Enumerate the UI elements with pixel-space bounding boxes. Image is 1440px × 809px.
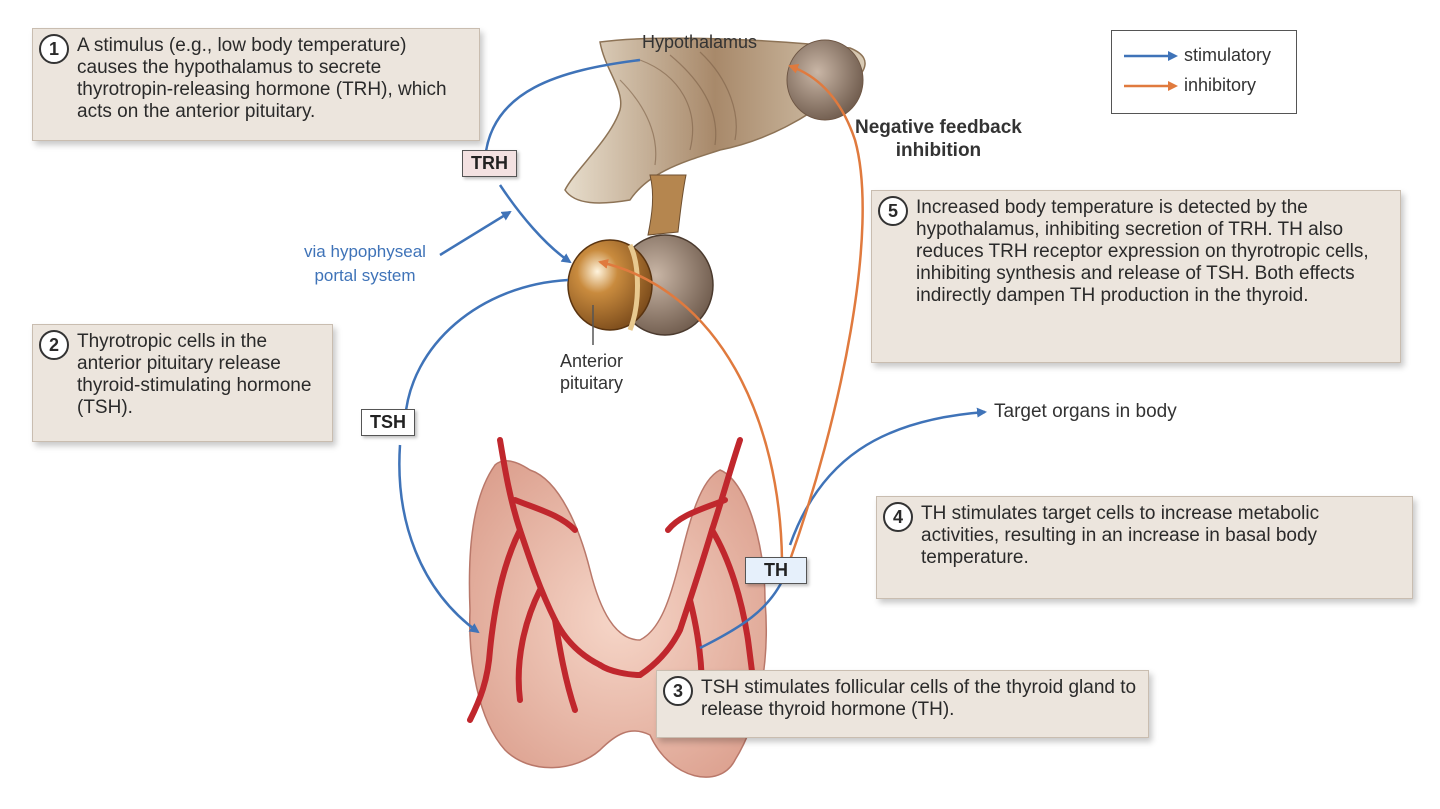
legend-inhibitory-text: inhibitory	[1184, 75, 1257, 95]
negative-feedback-label-line1: Negative feedback	[855, 117, 1022, 138]
stimulatory-arrow-icon	[1124, 51, 1178, 62]
feedback-to-pituitary-arrow	[598, 258, 784, 561]
feedback-to-hypothalamus-arrow	[788, 64, 864, 561]
legend-inhibitory: inhibitory	[1122, 75, 1256, 96]
inhibitory-arrows	[598, 64, 864, 561]
tsh-path-top	[403, 278, 569, 421]
trh-arrow	[498, 184, 572, 264]
step-1-number: 1	[39, 34, 69, 64]
step-4-text: TH stimulates target cells to increase m…	[921, 503, 1320, 568]
portal-system-label-line2: portal system	[314, 266, 416, 285]
anterior-pituitary-label: Anterior pituitary	[560, 350, 623, 394]
hypothalamus-label: Hypothalamus	[642, 32, 758, 52]
step-2-number: 2	[39, 330, 69, 360]
legend: stimulatory inhibitory	[1111, 30, 1297, 114]
step-3-text: TSH stimulates follicular cells of the t…	[701, 677, 1137, 720]
legend-stimulatory: stimulatory	[1122, 45, 1271, 66]
step-5-box: 5 Increased body temperature is detected…	[871, 190, 1401, 363]
anterior-pituitary-label-line1: Anterior	[560, 351, 624, 371]
inhibitory-arrow-icon	[1124, 81, 1178, 92]
step-4-box: 4 TH stimulates target cells to increase…	[876, 496, 1413, 599]
step-3-number: 3	[663, 676, 693, 706]
negative-feedback-label: Negative feedback inhibition	[855, 116, 1022, 162]
step-5-number: 5	[878, 196, 908, 226]
th-path	[699, 574, 787, 650]
th-tag: TH	[745, 557, 807, 584]
legend-stimulatory-text: stimulatory	[1184, 45, 1272, 65]
step-1-text: A stimulus (e.g., low body temperature) …	[77, 35, 447, 122]
tsh-arrow	[398, 444, 480, 634]
target-organs-label: Target organs in body	[994, 401, 1177, 422]
portal-system-pointer	[439, 210, 512, 257]
trh-path-top	[483, 58, 641, 161]
target-organs-arrow	[788, 407, 987, 546]
trh-tag: TRH	[462, 150, 517, 177]
anterior-pituitary-label-line2: pituitary	[560, 373, 624, 393]
portal-system-label-line1: via hypophyseal	[304, 242, 426, 261]
pituitary-illustration	[567, 234, 714, 336]
stimulatory-arrows	[398, 58, 987, 650]
step-1-box: 1 A stimulus (e.g., low body temperature…	[32, 28, 480, 141]
step-2-box: 2 Thyrotropic cells in the anterior pitu…	[32, 324, 333, 442]
hypothalamus-illustration	[564, 37, 866, 236]
step-5-text: Increased body temperature is detected b…	[916, 197, 1369, 306]
portal-system-label: via hypophyseal portal system	[290, 240, 440, 288]
step-4-number: 4	[883, 502, 913, 532]
tsh-tag: TSH	[361, 409, 415, 436]
step-2-text: Thyrotropic cells in the anterior pituit…	[77, 331, 312, 418]
step-3-box: 3 TSH stimulates follicular cells of the…	[656, 670, 1149, 738]
negative-feedback-label-line2: inhibition	[895, 140, 982, 161]
